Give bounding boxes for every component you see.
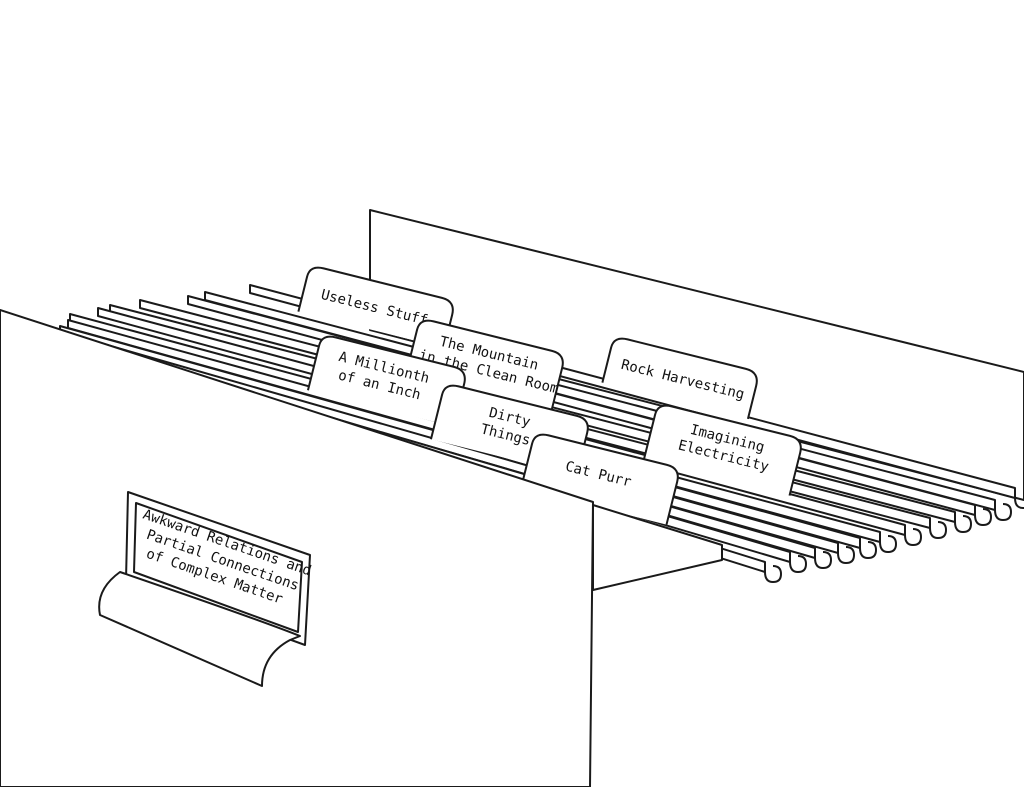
folder-hook-icon — [815, 552, 831, 568]
label-card-curl — [99, 572, 300, 686]
folder-hook-icon — [975, 509, 991, 525]
folder-hook-icon — [880, 536, 896, 552]
folder-tab-cat-purr[interactable]: Cat Purr — [521, 432, 681, 525]
folder-hook-icon — [955, 516, 971, 532]
folder-hook-icon — [1015, 492, 1024, 508]
folder-hook-icon — [930, 522, 946, 538]
folder-hook-icon — [765, 566, 781, 582]
folder-tab-useless-stuff[interactable]: Useless Stuff — [298, 265, 455, 348]
folder-hook-icon — [790, 556, 806, 572]
folder-tab-the-mountain[interactable]: The Mountain in the Clean Room — [406, 318, 567, 411]
folder-hook-icon — [905, 529, 921, 545]
drawer-front — [0, 310, 593, 787]
folder-tab-a-millionth[interactable]: A Millionth of an Inch — [308, 334, 468, 427]
folder-hook-icon — [838, 547, 854, 563]
folder-hook-icon — [995, 504, 1011, 520]
folder-tab-imagining-electricity[interactable]: Imagining Electricity — [644, 403, 804, 496]
folder-hook-icon — [860, 542, 876, 558]
